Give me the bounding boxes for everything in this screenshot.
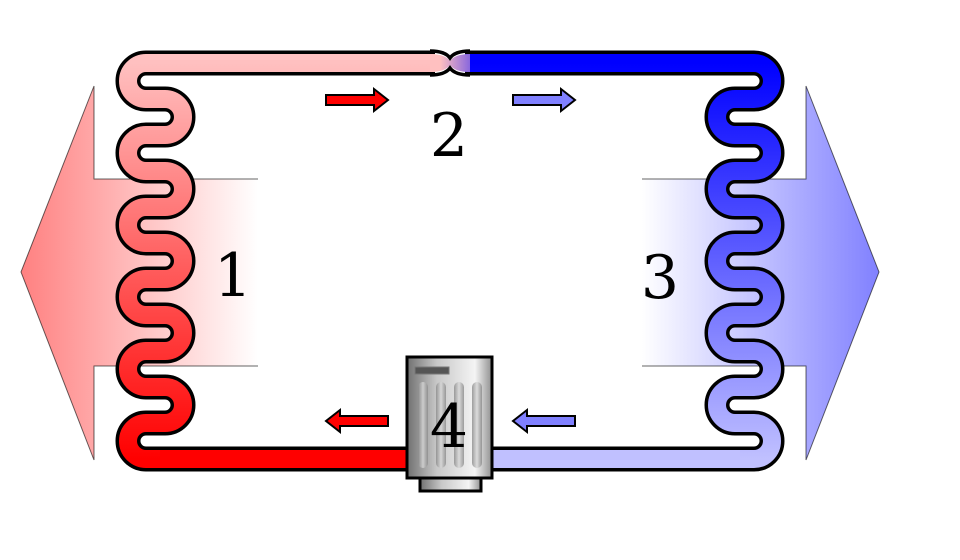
expansion-valve-outline [429, 49, 471, 62]
label-evaporator: 3 [641, 243, 679, 313]
condenser-coil [119, 54, 440, 468]
label-compressor: 4 [430, 392, 468, 462]
compressor-icon [405, 355, 494, 493]
flow-arrow-right-icon [325, 86, 390, 114]
evaporator-coil [460, 54, 781, 468]
label-expansion-valve: 2 [430, 101, 468, 171]
flow-arrows [324, 86, 577, 435]
expansion-valve [430, 54, 470, 72]
heat-released-arrow-outline [20, 85, 258, 461]
flow-arrow-left-icon [324, 407, 389, 435]
expansion-valve-outline [429, 64, 471, 77]
label-condenser: 1 [214, 241, 252, 311]
heat-absorbed-arrow-outline [642, 85, 880, 461]
flow-arrow-right-icon [512, 86, 577, 114]
refrigerant-pipes [115, 49, 785, 472]
flow-arrow-left-icon [511, 407, 576, 435]
